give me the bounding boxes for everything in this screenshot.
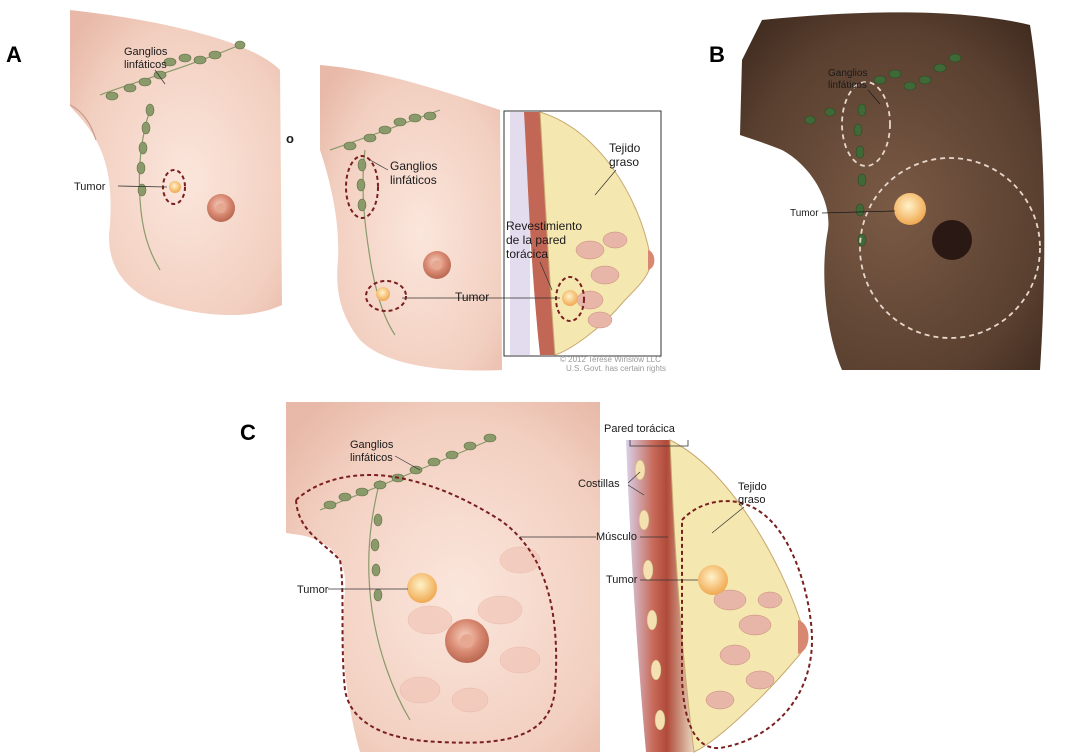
- connector-o: o: [286, 131, 294, 146]
- fat-label-line2: graso: [609, 155, 639, 169]
- fat-label-line1: Tejido: [738, 481, 767, 493]
- credit-line2: U.S. Govt. has certain rights: [566, 364, 666, 373]
- lining-label-line2: de la pared: [506, 233, 566, 247]
- lining-label-line1: Revestimiento: [506, 219, 582, 233]
- breast-shape: [320, 65, 502, 371]
- fat-label-line1: Tejido: [609, 141, 641, 155]
- nodes-label-line2: linfáticos: [350, 452, 393, 464]
- tumor-label: Tumor: [74, 181, 106, 193]
- panel-a-right-breast: Ganglios linfáticos: [320, 65, 502, 371]
- panel-a: A Tumor Ganglios linfáticos: [6, 10, 666, 373]
- tumor: [894, 193, 926, 225]
- tumor-label-side: Tumor: [606, 574, 638, 586]
- nodes-label-line1: Ganglios: [124, 46, 168, 58]
- tumor-label-front: Tumor: [297, 584, 329, 596]
- nipple: [932, 220, 972, 260]
- nodes-label-line1: Ganglios: [350, 439, 394, 451]
- nodes-label-line2: linfáticos: [828, 80, 867, 91]
- panel-b-letter: B: [709, 42, 725, 67]
- ribs-label: Costillas: [578, 478, 620, 490]
- nodes-label-line1: Ganglios: [390, 159, 437, 173]
- tumor-label-right: Tumor: [455, 290, 489, 304]
- tumor: [169, 181, 181, 193]
- nodes-label-line1: Ganglios: [828, 68, 867, 79]
- lining-label-line3: torácica: [506, 247, 548, 261]
- credit-line1: © 2012 Terese Winslow LLC: [560, 355, 661, 364]
- tumor: [698, 565, 728, 595]
- tumor: [562, 290, 578, 306]
- tumor-label: Tumor: [790, 208, 819, 219]
- breast-shape: [70, 10, 282, 315]
- panel-a-sagittal-inset: Tejido graso Revestimiento de la pared t…: [504, 111, 666, 373]
- fat-label-line2: graso: [738, 494, 766, 506]
- panel-a-left-breast: Tumor Ganglios linfáticos: [70, 10, 282, 315]
- nodes-label-line2: linfáticos: [124, 59, 167, 71]
- panel-a-letter: A: [6, 42, 22, 67]
- tumor: [376, 287, 390, 301]
- nodes-label-line2: linfáticos: [390, 173, 437, 187]
- panel-b: B Tumor Ganglios linfáticos: [709, 12, 1044, 370]
- breast-shape-dark: [740, 12, 1044, 370]
- chest-wall-label: Pared torácica: [604, 423, 676, 435]
- tumor: [407, 573, 437, 603]
- panel-c-letter: C: [240, 420, 256, 445]
- panel-c: C Tumor Ganglios linfáti: [240, 402, 812, 752]
- panel-c-front-breast: Tumor Ganglios linfáticos: [286, 402, 600, 752]
- muscle-label: Músculo: [596, 531, 637, 543]
